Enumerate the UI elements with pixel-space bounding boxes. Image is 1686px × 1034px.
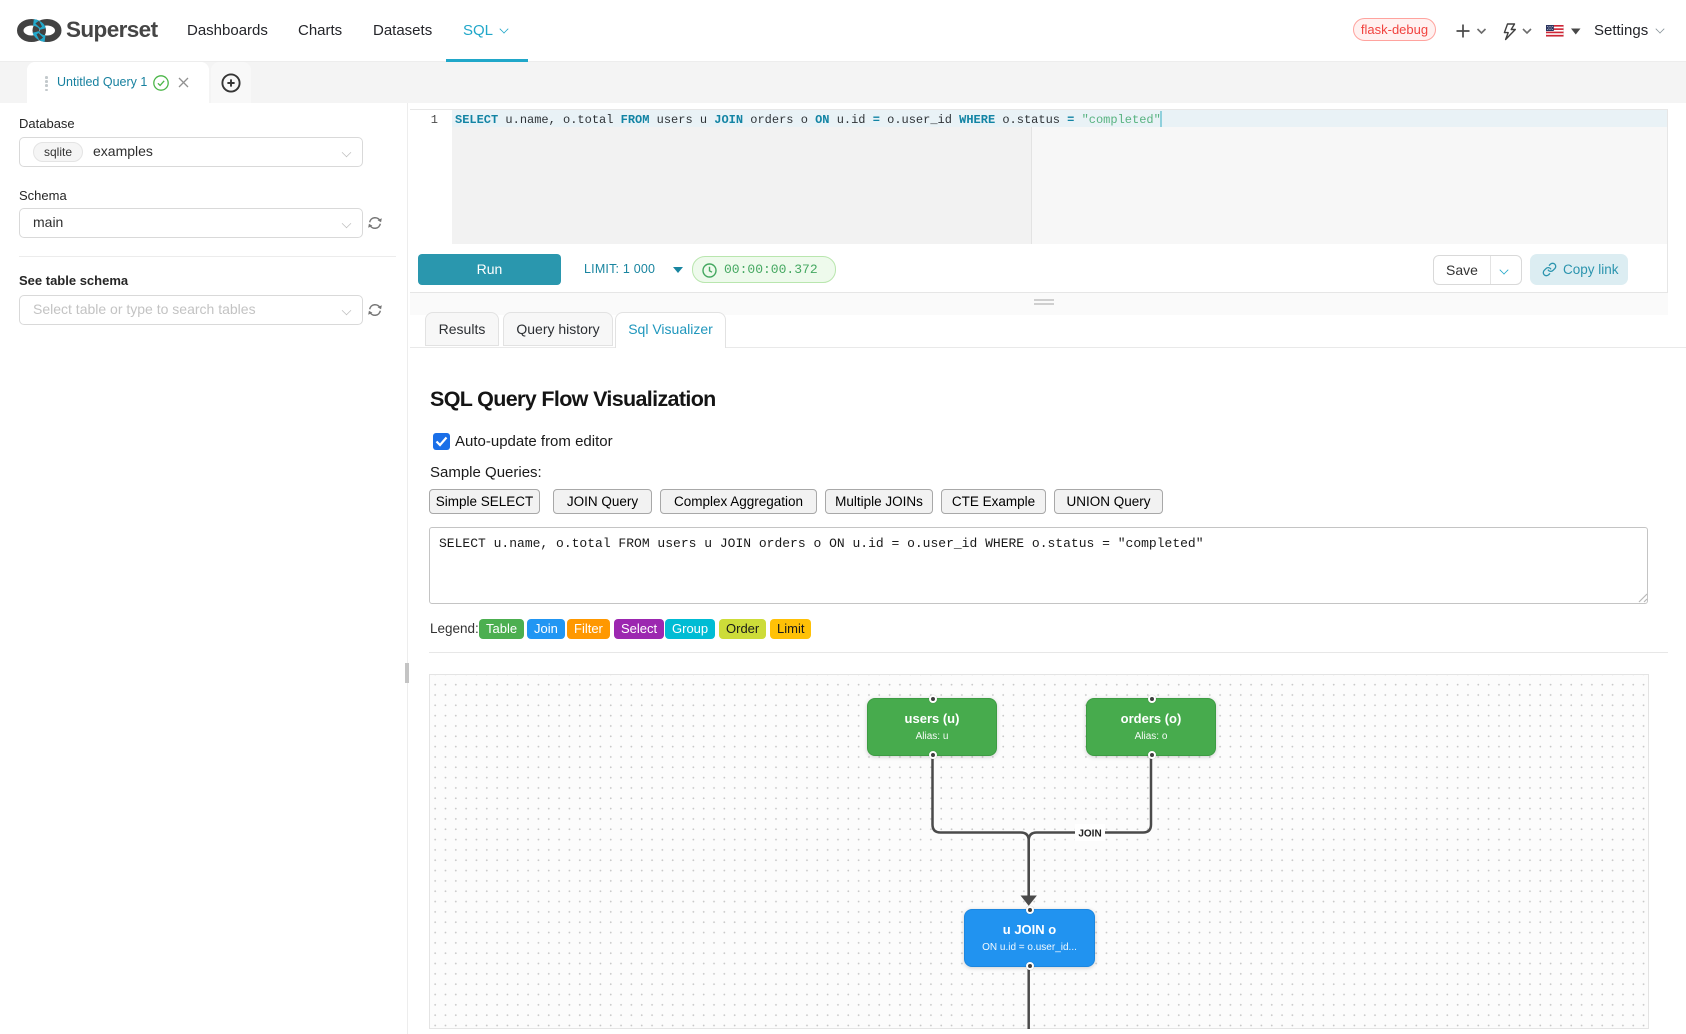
svg-text:JOIN: JOIN	[1078, 829, 1101, 840]
